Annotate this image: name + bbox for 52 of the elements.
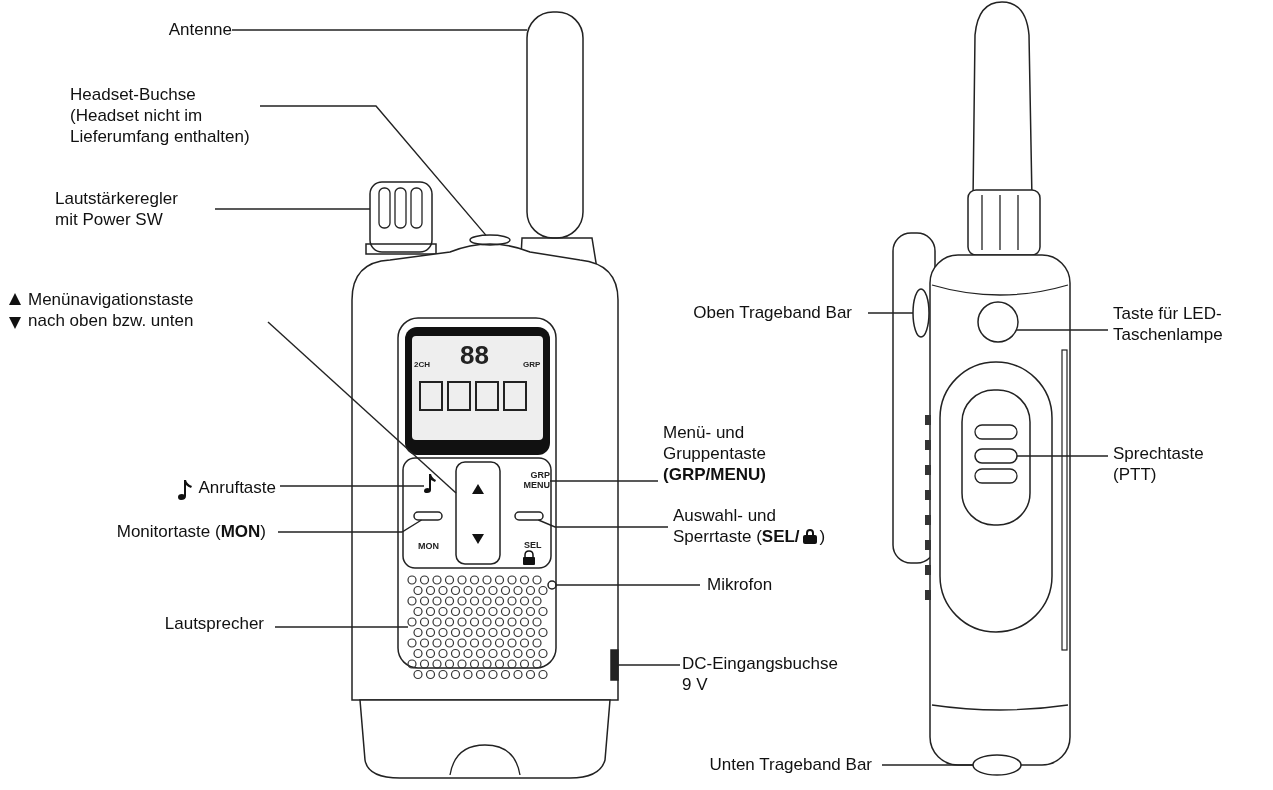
device-label: MON [418, 542, 439, 551]
leader-line [555, 584, 701, 586]
leader-line [1016, 455, 1109, 457]
callout-text: Lautsprecher [164, 613, 264, 634]
callout-text: Mikrofon [707, 574, 773, 595]
dc-jack [610, 649, 619, 681]
device-label: SEL [524, 541, 542, 550]
headset-jack [469, 234, 511, 246]
leader-line [549, 480, 659, 482]
callout-text: Monitortaste (MON) [116, 521, 266, 542]
music-note-icon [424, 474, 436, 493]
antenna [526, 11, 584, 239]
push-to-talk-ridge [974, 448, 1018, 464]
leader-line [617, 664, 681, 666]
callout-text: ) [819, 527, 826, 546]
leader-line [267, 321, 457, 494]
navigation-button [455, 461, 501, 565]
lower-strap-bar [972, 754, 1022, 776]
callout-text: Lautstärkeregler mit Power SW [55, 188, 179, 230]
leader-line [277, 519, 423, 533]
upper-strap-bar [912, 288, 930, 338]
callout-text: Oben Trageband Bar [693, 302, 852, 323]
leader-line [214, 208, 371, 210]
callout-text: DC-Eingangsbuchse 9 V [682, 653, 839, 695]
callout-text: Menünavigationstaste nach oben bzw. unten [28, 289, 195, 331]
select-button [514, 511, 544, 521]
leader-line [259, 105, 487, 236]
leader-line [881, 764, 974, 766]
callout-text: Auswahl- und Sperrtaste (SEL/ [673, 506, 800, 546]
volume-knob [369, 181, 433, 253]
callout-text: Antenne [168, 19, 232, 40]
speaker-grille [407, 575, 548, 680]
flashlight-button [977, 301, 1019, 343]
callout-text: Anruftaste [198, 477, 276, 498]
leader-line [867, 312, 914, 314]
callout-text: Taste für LED- Taschenlampe [1113, 303, 1224, 345]
callout-text: Menü- und Gruppentaste (GRP/MENU) [663, 422, 767, 485]
device-label: 2CH [414, 361, 430, 369]
leader-line [231, 29, 528, 31]
leader-line [279, 485, 425, 487]
leader-line [1015, 329, 1109, 331]
device-label: 88 [460, 342, 489, 368]
callout-text: Sprechtaste (PTT) [1113, 443, 1205, 485]
callout-text: Headset-Buchse (Headset nicht im Lieferumfang enthalten) [70, 84, 251, 147]
monitor-button [413, 511, 443, 521]
callout-text: Unten Trageband Bar [709, 754, 872, 775]
microphone-hole [547, 580, 557, 590]
button-label: MENU [523, 480, 550, 491]
leader-line [274, 626, 409, 628]
button-label: GRP [530, 470, 550, 481]
device-label: GRP [523, 361, 541, 369]
leader-line [537, 519, 669, 528]
